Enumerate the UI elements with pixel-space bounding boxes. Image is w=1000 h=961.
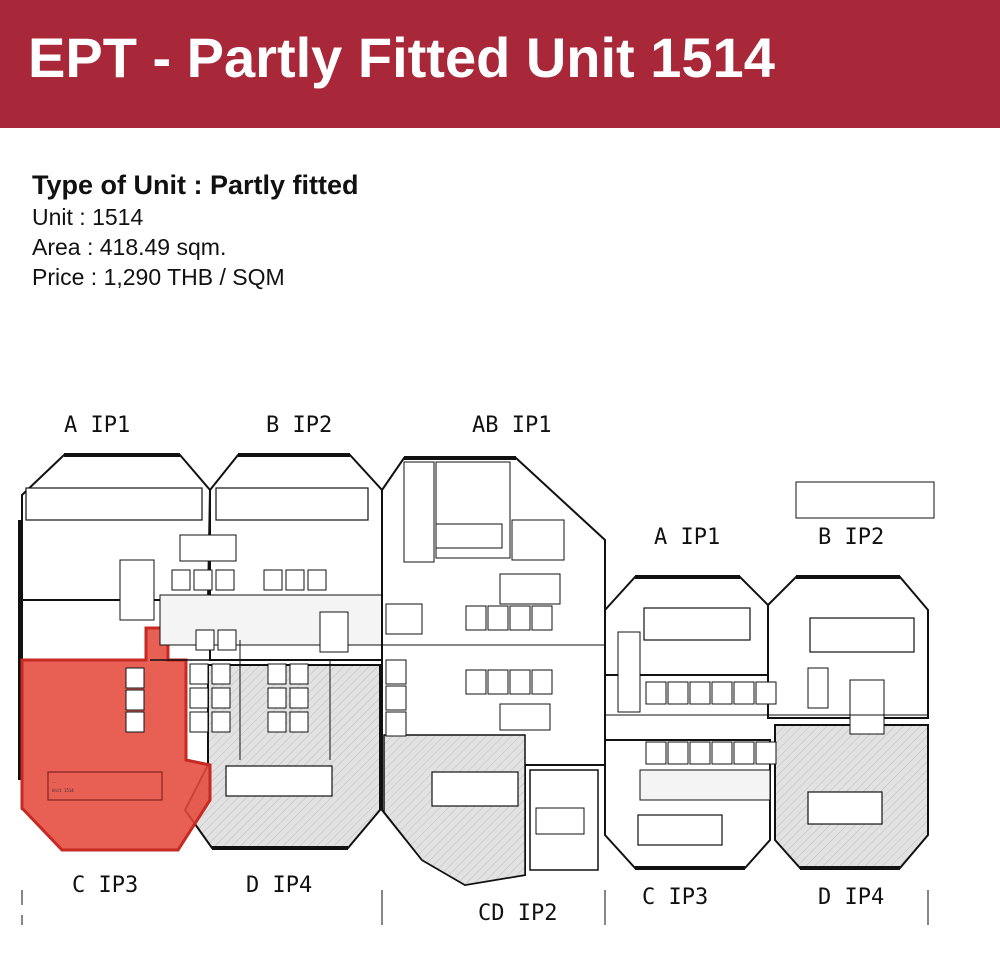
unit-area-text: Area : 418.49 sqm.: [32, 234, 227, 260]
unit-number-text: Unit : 1514: [32, 204, 144, 230]
zone-label-b-right: B IP2: [818, 525, 884, 550]
zone-label-d-right: D IP4: [818, 885, 884, 910]
zone-label-b-left: B IP2: [266, 413, 332, 438]
unit-info-panel: Type of Unit : Partly fitted Unit : 1514…: [32, 168, 359, 292]
zone-label-cd: CD IP2: [478, 901, 557, 926]
floor-plan: -- Unit 1514: [18, 413, 935, 926]
zone-label-ab: AB IP1: [472, 413, 551, 438]
zone-label-a-right: A IP1: [654, 525, 720, 550]
left-building: -- Unit 1514: [18, 453, 383, 852]
zone-cd-leased-area: [383, 734, 526, 886]
zone-label-c-right: C IP3: [642, 885, 708, 910]
middle-building: [381, 456, 606, 887]
zone-label-d-left: D IP4: [246, 873, 312, 898]
unit-1514-label-box: [47, 771, 163, 801]
svg-text:Unit 1514: Unit 1514: [52, 788, 74, 793]
unit-type-text: Type of Unit : Partly fitted: [32, 170, 359, 200]
zone-label-c-left: C IP3: [72, 873, 138, 898]
svg-text:--: --: [52, 780, 57, 785]
page-title: EPT - Partly Fitted Unit 1514: [28, 26, 775, 89]
zone-label-a-left: A IP1: [64, 413, 130, 438]
title-banner: EPT - Partly Fitted Unit 1514: [0, 0, 1000, 128]
right-building: [604, 481, 935, 870]
unit-1514-highlight[interactable]: [20, 626, 212, 852]
left-elevator-core: [119, 534, 383, 733]
unit-price-text: Price : 1,290 THB / SQM: [32, 264, 285, 290]
